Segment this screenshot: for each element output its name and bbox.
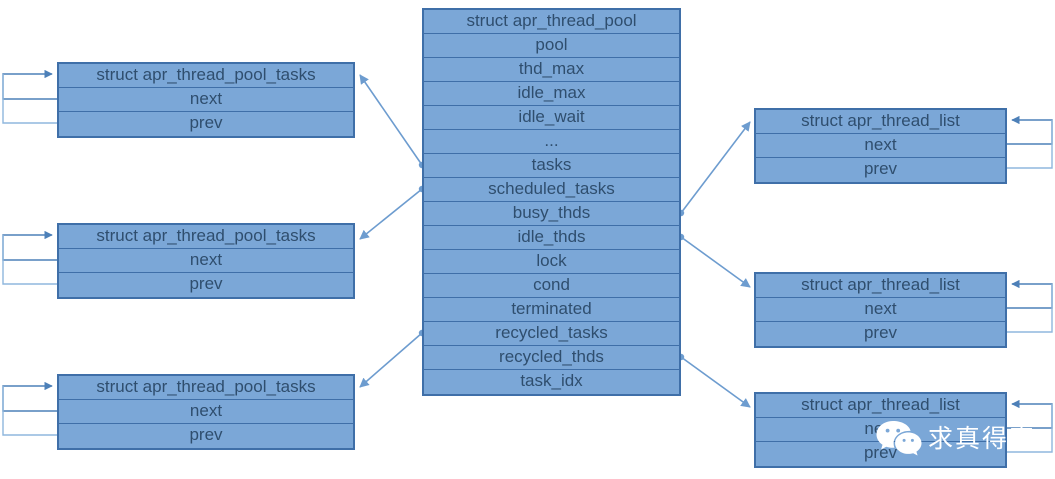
struct-field-next: next <box>756 134 1005 158</box>
link-idle-thds-to-right-box-2 <box>677 233 751 288</box>
struct-field-recycled-tasks: recycled_tasks <box>424 322 679 346</box>
struct-field-next: next <box>756 418 1005 442</box>
struct-field-scheduled-tasks: scheduled_tasks <box>424 178 679 202</box>
struct-field-lock: lock <box>424 250 679 274</box>
loop-right-box-3 <box>1007 399 1053 453</box>
struct-field-idle-thds: idle_thds <box>424 226 679 250</box>
link-recycled-thds-to-right-box-3 <box>677 353 751 408</box>
loop-right-box-1 <box>1007 115 1053 169</box>
struct-field-cond: cond <box>424 274 679 298</box>
struct-box-apr-thread-list-3: struct apr_thread_list next prev <box>754 392 1007 468</box>
struct-header: struct apr_thread_pool_tasks <box>59 64 353 88</box>
link-busy-thds-to-right-box-1 <box>677 121 751 217</box>
struct-header: struct apr_thread_list <box>756 274 1005 298</box>
struct-box-apr-thread-pool-tasks-2: struct apr_thread_pool_tasks next prev <box>57 223 355 299</box>
link-recycled-tasks-to-left-box-3 <box>359 329 426 388</box>
struct-box-apr-thread-list-1: struct apr_thread_list next prev <box>754 108 1007 184</box>
struct-field-recycled-thds: recycled_thds <box>424 346 679 370</box>
struct-field-pool: pool <box>424 34 679 58</box>
struct-field-prev: prev <box>756 322 1005 346</box>
struct-field-idle-max: idle_max <box>424 82 679 106</box>
struct-field-terminated: terminated <box>424 298 679 322</box>
struct-box-apr-thread-list-2: struct apr_thread_list next prev <box>754 272 1007 348</box>
struct-field-next: next <box>59 88 353 112</box>
struct-field-tasks: tasks <box>424 154 679 178</box>
link-scheduled-tasks-to-left-box-2 <box>359 185 426 240</box>
struct-field-prev: prev <box>756 442 1005 466</box>
struct-field-prev: prev <box>756 158 1005 182</box>
link-tasks-to-left-box-1 <box>359 74 426 169</box>
struct-field-prev: prev <box>59 112 353 136</box>
struct-field-next: next <box>59 249 353 273</box>
struct-header: struct apr_thread_list <box>756 110 1005 134</box>
struct-header: struct apr_thread_pool_tasks <box>59 376 353 400</box>
struct-box-apr-thread-pool: struct apr_thread_pool pool thd_max idle… <box>422 8 681 396</box>
struct-field-next: next <box>756 298 1005 322</box>
struct-field-prev: prev <box>59 273 353 297</box>
struct-field-prev: prev <box>59 424 353 448</box>
struct-field-idle-wait: idle_wait <box>424 106 679 130</box>
struct-field-next: next <box>59 400 353 424</box>
struct-box-apr-thread-pool-tasks-3: struct apr_thread_pool_tasks next prev <box>57 374 355 450</box>
loop-left-box-1 <box>2 69 57 124</box>
struct-header: struct apr_thread_pool <box>424 10 679 34</box>
struct-header: struct apr_thread_list <box>756 394 1005 418</box>
struct-field-busy-thds: busy_thds <box>424 202 679 226</box>
loop-left-box-3 <box>2 381 57 436</box>
struct-field-task-idx: task_idx <box>424 370 679 394</box>
struct-field-ellipsis: ... <box>424 130 679 154</box>
loop-left-box-2 <box>2 230 57 285</box>
struct-field-thd-max: thd_max <box>424 58 679 82</box>
struct-header: struct apr_thread_pool_tasks <box>59 225 353 249</box>
struct-box-apr-thread-pool-tasks-1: struct apr_thread_pool_tasks next prev <box>57 62 355 138</box>
loop-right-box-2 <box>1007 279 1053 333</box>
